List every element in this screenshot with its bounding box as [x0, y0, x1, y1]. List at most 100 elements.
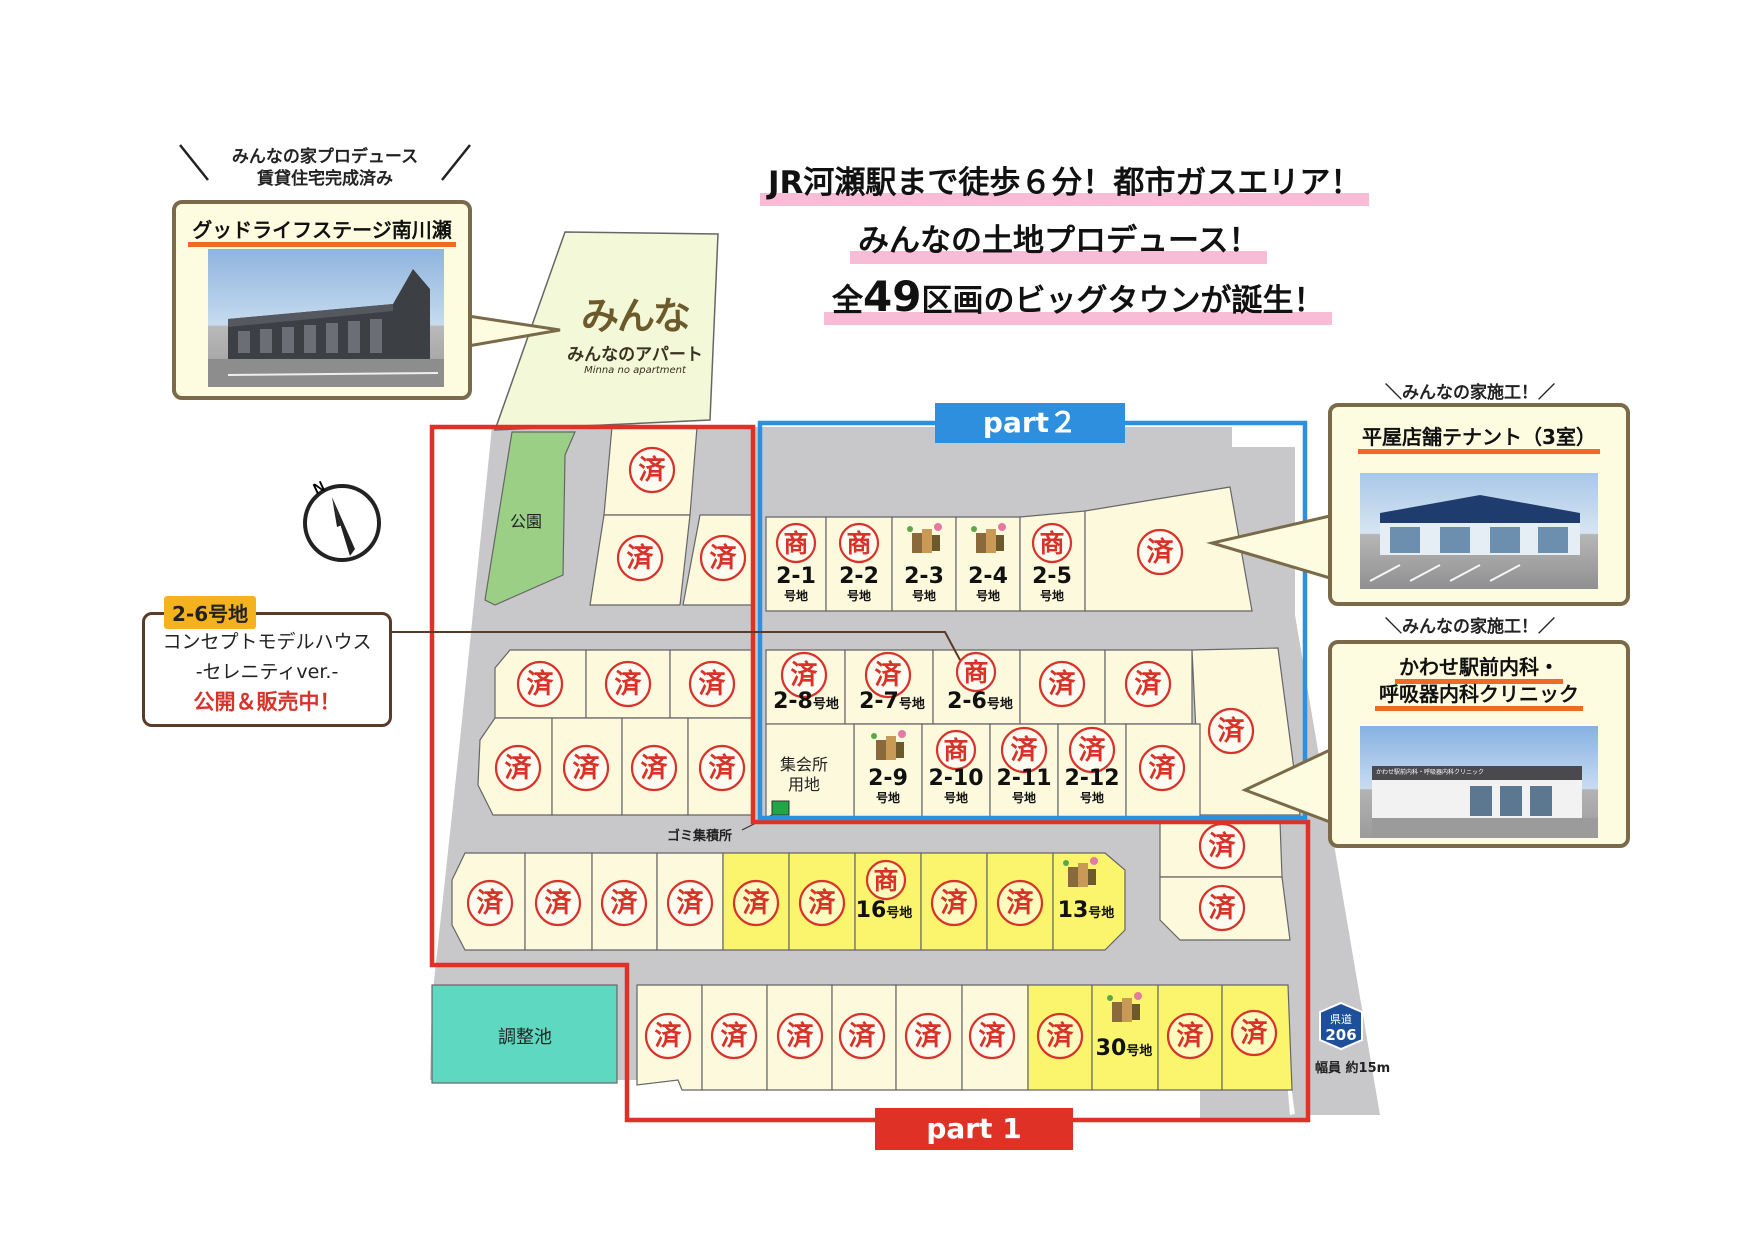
sold-stamp-icon: 済: [494, 744, 542, 792]
lot-s10: 済: [1221, 984, 1293, 1091]
lot-m6: 済: [788, 852, 856, 951]
svg-text:済: 済: [809, 887, 837, 919]
sold-stamp-icon: 済: [776, 1012, 824, 1060]
lot-q3: 商: [932, 649, 1021, 725]
sold-stamp-icon: 済: [562, 744, 610, 792]
lot-m9: 済: [986, 852, 1054, 951]
sold-stamp-icon: 済: [1038, 660, 1086, 708]
commercial-stamp-icon: 商: [838, 522, 880, 564]
clinic-photo: かわせ駅前内科・呼吸器内科クリニック: [1360, 726, 1598, 838]
svg-text:済: 済: [979, 1020, 1007, 1052]
logo-mark: みんな: [580, 293, 691, 338]
lot-number-13: 13号地: [1057, 898, 1115, 923]
minna-house-logo-icon: [907, 523, 942, 553]
road-width-label: 幅員 約15m: [1315, 1061, 1391, 1076]
lot-s9: 済: [1157, 984, 1223, 1091]
svg-text:済: 済: [1218, 715, 1246, 747]
svg-text:商: 商: [873, 866, 898, 895]
svg-text:済: 済: [627, 542, 655, 574]
apartment-caption: みんなの家プロデュース 賃貸住宅完成済み: [231, 147, 419, 189]
sold-stamp-icon: 済: [516, 660, 564, 708]
lot-s4: 済: [831, 984, 897, 1091]
apartment-title: グッドライフステージ南川瀬: [176, 214, 468, 247]
sold-stamp-icon: 済: [930, 879, 978, 927]
sold-stamp-icon: 済: [1166, 1012, 1214, 1060]
svg-text:済: 済: [641, 752, 669, 784]
sold-stamp-icon: 済: [710, 1012, 758, 1060]
lot-m4: 済: [656, 852, 724, 951]
lot-q4: 済: [1019, 649, 1106, 725]
commercial-stamp-icon: 商: [1031, 522, 1073, 564]
sold-stamp-icon: 済: [688, 660, 736, 708]
store-building-icon: [1369, 495, 1580, 582]
lot-w10: 済: [687, 717, 754, 816]
sold-stamp-icon: 済: [699, 534, 747, 582]
svg-text:済: 済: [791, 659, 819, 691]
svg-text:済: 済: [743, 887, 771, 919]
apartment-callout: グッドライフステージ南川瀬: [172, 200, 472, 400]
svg-text:済: 済: [849, 1020, 877, 1052]
minna-house-logo-icon: [1107, 992, 1142, 1022]
lot-q5: 済: [1104, 649, 1193, 725]
svg-text:済: 済: [1177, 1020, 1205, 1052]
lot-m1: 済: [451, 852, 526, 951]
sold-stamp-icon: 済: [904, 1012, 952, 1060]
svg-text:済: 済: [787, 1020, 815, 1052]
lot-e1: 済: [1159, 821, 1283, 878]
sold-stamp-icon: 済: [1124, 660, 1172, 708]
lot-w7: 済: [477, 717, 553, 816]
svg-text:済: 済: [1241, 1017, 1269, 1049]
lot-s7: 済: [1027, 984, 1093, 1091]
part1-label: part 1: [875, 1108, 1073, 1150]
svg-text:商: 商: [846, 529, 871, 558]
svg-text:済: 済: [941, 887, 969, 919]
lot-s2: 済: [701, 984, 768, 1091]
sold-stamp-icon: 済: [600, 879, 648, 927]
park-label: 公園: [510, 512, 543, 531]
store-title: 平屋店舗テナント（3室）: [1332, 421, 1626, 454]
sold-stamp-icon: 済: [1068, 726, 1116, 774]
lot-number-2-8: 2-8号地: [773, 689, 839, 714]
svg-text:済: 済: [655, 1020, 683, 1052]
lot-number-30: 30号地: [1095, 1036, 1153, 1061]
lot-m2: 済: [524, 852, 593, 951]
lot-s5: 済: [895, 984, 963, 1091]
lot-w8: 済: [551, 717, 623, 816]
lot-e2: 済: [1159, 876, 1291, 941]
svg-text:済: 済: [875, 659, 903, 691]
lot-m5: 済: [722, 852, 790, 951]
logo-name: みんなのアパート: [567, 345, 703, 365]
svg-text:県道: 県道: [1330, 1012, 1352, 1026]
store-photo: [1360, 473, 1598, 589]
clinic-building-icon: [1372, 766, 1598, 838]
lot-p2: 商: [825, 516, 893, 612]
sold-stamp-icon: 済: [1000, 726, 1048, 774]
svg-text:済: 済: [1209, 892, 1237, 924]
sold-stamp-icon: 済: [798, 879, 846, 927]
svg-text:済: 済: [527, 668, 555, 700]
store-pointer: [1206, 514, 1331, 580]
caption-slash-right: [441, 144, 471, 181]
lot-w6: 済: [669, 649, 754, 719]
svg-text:済: 済: [615, 668, 643, 700]
sold-stamp-icon: 済: [864, 651, 912, 699]
logo-sub: Minna no apartment: [584, 365, 686, 376]
model-house-tag: 2-6号地: [164, 596, 257, 629]
minna-apartment-logo: みんな みんなのアパート Minna no apartment: [560, 285, 710, 376]
sold-stamp-icon: 済: [780, 651, 828, 699]
lot-s6: 済: [961, 984, 1029, 1091]
headline-produce: みんなの土地プロデュース！: [850, 215, 1268, 264]
svg-text:商: 商: [943, 736, 968, 765]
lot-s3: 済: [766, 984, 833, 1091]
sold-stamp-icon: 済: [1207, 707, 1255, 755]
lot-m8: 済: [920, 852, 988, 951]
svg-text:済: 済: [1149, 752, 1177, 784]
lot-p4: [955, 516, 1021, 612]
sold-stamp-icon: 済: [630, 744, 678, 792]
commercial-stamp-icon: 商: [865, 859, 907, 901]
commercial-stamp-icon: 商: [955, 651, 997, 693]
